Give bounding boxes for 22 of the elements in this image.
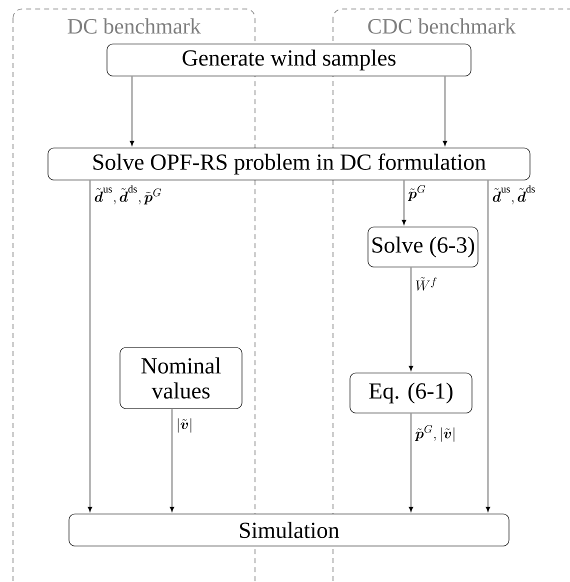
edge-label: $\tilde{\boldsymbol{p}}^{G}$: [408, 184, 426, 201]
arrow: [402, 180, 406, 226]
panel-heading: DC benchmark: [68, 18, 201, 34]
edge-label: $\tilde{W}^{f}$: [416, 277, 436, 291]
process-box: Solve OPF-RS problem in DC formulation: [48, 148, 530, 180]
edge-label: $|\tilde{\boldsymbol{v}}|$: [178, 418, 192, 433]
panel-heading: CDC benchmark: [368, 18, 516, 34]
arrow: [130, 76, 134, 146]
edge-label: $\tilde{\boldsymbol{p}}^{G}, |\tilde{\boldsymbol{v}}|$: [414, 424, 454, 442]
process-box: Generate wind samples: [106, 44, 472, 76]
arrow: [170, 408, 174, 512]
process-box: Eq. (6-1): [350, 372, 472, 414]
arrow: [88, 180, 92, 512]
process-box: Nominal values: [120, 347, 242, 409]
process-box: Simulation: [68, 514, 510, 546]
edge-label: $\tilde{\boldsymbol{d}}^{\mathrm{us}}, \tilde{\boldsymbol{d}}^{\mathrm{ds}}$: [492, 185, 535, 204]
process-box: Solve (6-3): [368, 226, 478, 268]
arrow: [408, 413, 414, 512]
arrow: [486, 180, 490, 512]
edge-label: $\tilde{\boldsymbol{d}}^{\mathrm{us}}, \tilde{\boldsymbol{d}}^{\mathrm{ds}}, \tilde{\boldsymbol{p}}^{G}$: [94, 185, 162, 204]
arrow: [408, 267, 414, 372]
arrow: [442, 76, 448, 146]
